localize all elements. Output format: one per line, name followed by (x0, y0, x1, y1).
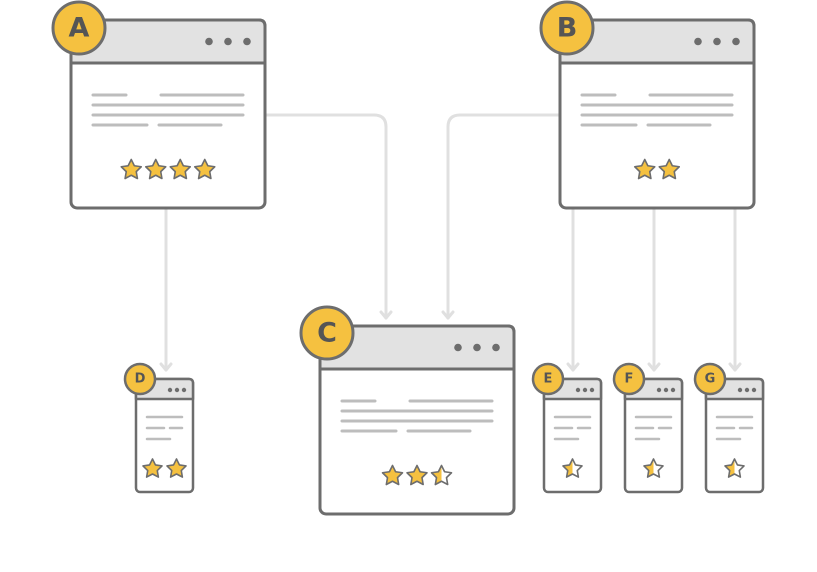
edge-b-c (446, 113, 562, 320)
badge-label: F (625, 372, 634, 387)
edge-arrowhead (379, 310, 393, 320)
window-text-lines (553, 415, 592, 441)
star-icon (193, 158, 216, 180)
badge-label: G (705, 372, 716, 387)
window-menu-dots-icon (167, 387, 187, 393)
badge-circle (612, 362, 646, 396)
half-star-icon (724, 458, 745, 478)
rating-stars (633, 158, 681, 180)
edge-arrowhead (441, 310, 455, 320)
edge-arrowhead (159, 362, 173, 372)
node-badge-b: B (539, 0, 595, 56)
star-icon (166, 458, 187, 478)
window-menu-dots-icon (575, 387, 595, 393)
window-text-lines (145, 415, 184, 441)
connectors (159, 113, 742, 372)
window-text-lines (715, 415, 754, 441)
window-text-lines (634, 415, 673, 441)
star-icon (406, 464, 428, 486)
edge-arrowhead (566, 362, 580, 372)
half-star-icon (643, 458, 664, 478)
star-icon (381, 464, 404, 486)
edge-a-c (263, 113, 388, 320)
half-star-icon (430, 464, 453, 486)
window-menu-dots-icon (656, 387, 676, 393)
window-a: A (51, 0, 267, 210)
window-menu-dots-icon (454, 343, 500, 352)
edge-arrowhead (647, 362, 661, 372)
window-c: C (299, 305, 516, 516)
window-text-lines (91, 93, 245, 127)
rating-stars (562, 458, 583, 478)
badge-circle (539, 0, 595, 56)
window-menu-dots-icon (737, 387, 757, 393)
node-badge-a: A (51, 0, 107, 56)
window-f: F (612, 362, 684, 494)
badge-circle (299, 305, 355, 361)
half-star-icon (562, 458, 583, 478)
rating-stars (120, 158, 216, 180)
badge-label: E (544, 372, 553, 387)
badge-label: C (317, 318, 337, 349)
star-icon (633, 158, 656, 180)
badge-circle (693, 362, 727, 396)
node-badge-e: E (531, 362, 565, 396)
node-badge-g: G (693, 362, 727, 396)
window-menu-dots-icon (694, 37, 740, 46)
node-badge-c: C (299, 305, 355, 361)
rating-stars (381, 464, 453, 486)
badge-circle (531, 362, 565, 396)
node-badge-d: D (123, 362, 157, 396)
edge-arrowhead (728, 362, 742, 372)
star-icon (142, 458, 163, 478)
badge-circle (51, 0, 107, 56)
rating-stars (643, 458, 664, 478)
window-text-lines (340, 399, 494, 433)
rating-stars (142, 458, 187, 478)
window-b: B (539, 0, 756, 210)
node-badge-f: F (612, 362, 646, 396)
star-icon (120, 158, 143, 180)
page-windows: A B C D E F G (51, 0, 765, 516)
badge-label: B (557, 13, 578, 44)
window-g: G (693, 362, 765, 494)
badge-label: D (135, 372, 146, 387)
rating-stars (724, 458, 745, 478)
star-icon (144, 158, 167, 180)
badge-circle (123, 362, 157, 396)
window-text-lines (580, 93, 734, 127)
window-menu-dots-icon (205, 37, 251, 46)
window-e: E (531, 362, 603, 494)
star-icon (658, 158, 681, 180)
star-icon (169, 158, 192, 180)
badge-label: A (69, 13, 90, 44)
window-d: D (123, 362, 195, 494)
